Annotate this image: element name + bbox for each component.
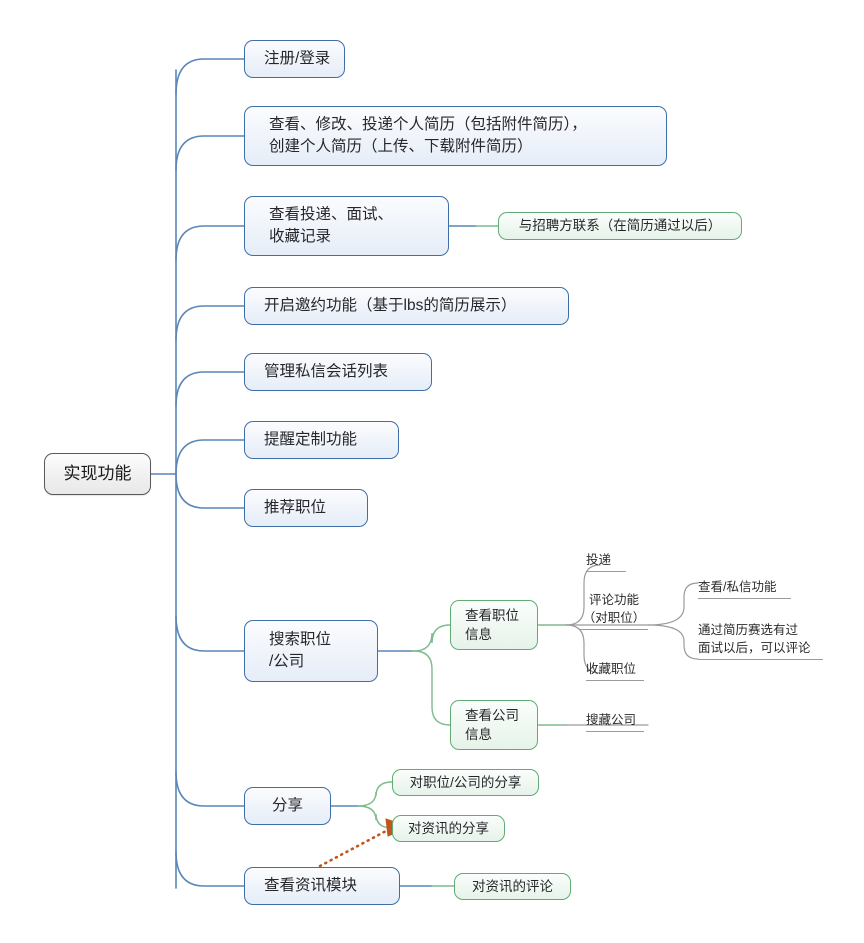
- branch-label: 提醒定制功能: [264, 431, 358, 448]
- subnode-comment-news[interactable]: 对资讯的评论: [454, 873, 571, 900]
- branch-node-invitation[interactable]: 开启邀约功能（基于lbs的简历展示）: [244, 287, 569, 325]
- root-node[interactable]: 实现功能: [44, 453, 151, 495]
- branch-label: 搜索职位 /公司: [269, 631, 332, 670]
- branch-node-resume-manage[interactable]: 查看、修改、投递个人简历（包括附件简历）， 创建个人简历（上传、下载附件简历）: [244, 106, 667, 166]
- leaf-label-favorite-job[interactable]: 收藏职位: [586, 660, 644, 682]
- wire-to-b7: [175, 473, 245, 509]
- branch-node-recommend-job[interactable]: 推荐职位: [244, 489, 368, 527]
- subnode-label: 查看职位 信息: [465, 607, 519, 642]
- branch-label: 推荐职位: [264, 499, 327, 516]
- subnode-share-news[interactable]: 对资讯的分享: [392, 815, 505, 842]
- branch-node-share[interactable]: 分享: [244, 787, 331, 825]
- leaf-label-comment-rule[interactable]: 通过简历赛选有过 面试以后，可以评论: [698, 621, 823, 661]
- wire-to-b6: [175, 439, 245, 475]
- wire-l2-l6: [647, 624, 699, 660]
- branch-node-register-login[interactable]: 注册/登录: [244, 40, 345, 78]
- wire-b9-g4: [357, 781, 393, 807]
- branch-label: 注册/登录: [264, 50, 331, 67]
- subnode-view-company-info[interactable]: 查看公司 信息: [450, 700, 538, 750]
- wire-b8-g3: [411, 650, 451, 726]
- wire-to-b1: [175, 58, 245, 95]
- wire-b9-g5: [357, 805, 393, 829]
- leaf-label-view-private-message[interactable]: 查看/私信功能: [698, 578, 791, 600]
- branch-label: 查看投递、面试、 收藏记录: [269, 206, 394, 245]
- wire-to-b9: [175, 771, 245, 807]
- subnode-label: 对职位/公司的分享: [409, 774, 522, 790]
- branch-node-news-module[interactable]: 查看资讯模块: [244, 867, 400, 905]
- wire-l2-l5: [647, 582, 699, 626]
- branch-label: 查看资讯模块: [264, 877, 358, 894]
- branch-node-reminder[interactable]: 提醒定制功能: [244, 421, 399, 459]
- branch-label: 管理私信会话列表: [264, 363, 389, 380]
- wire-to-b2: [175, 135, 245, 171]
- wire-b8-g2: [411, 624, 451, 652]
- subnode-label: 对资讯的评论: [472, 878, 553, 894]
- subnode-view-job-info[interactable]: 查看职位 信息: [450, 600, 538, 650]
- branch-node-message-list[interactable]: 管理私信会话列表: [244, 353, 432, 391]
- branch-label: 分享: [271, 797, 303, 814]
- leaf-label-apply[interactable]: 投递: [586, 551, 626, 573]
- wire-to-b4: [175, 305, 245, 341]
- branch-node-records[interactable]: 查看投递、面试、 收藏记录: [244, 196, 449, 256]
- wire-to-b8: [175, 615, 245, 652]
- wire-to-b5: [175, 371, 245, 407]
- branch-label: 查看、修改、投递个人简历（包括附件简历）， 创建个人简历（上传、下载附件简历）: [269, 116, 587, 155]
- leaf-label-comment-job[interactable]: 评论功能 （对职位）: [580, 591, 648, 631]
- subnode-share-job-company[interactable]: 对职位/公司的分享: [392, 769, 539, 796]
- subnode-label: 对资讯的分享: [408, 820, 489, 836]
- subnode-label: 查看公司 信息: [465, 707, 519, 742]
- subnode-label: 与招聘方联系（在简历通过以后）: [518, 218, 722, 234]
- wire-to-b10: [175, 851, 245, 887]
- branch-label: 开启邀约功能（基于lbs的简历展示）: [264, 297, 517, 314]
- wire-to-b3: [175, 225, 245, 261]
- branch-node-search-job-company[interactable]: 搜索职位 /公司: [244, 620, 378, 682]
- subnode-contact-recruiter[interactable]: 与招聘方联系（在简历通过以后）: [498, 212, 742, 240]
- leaf-label-favorite-company[interactable]: 搜藏公司: [586, 711, 644, 733]
- root-node-label: 实现功能: [63, 463, 132, 483]
